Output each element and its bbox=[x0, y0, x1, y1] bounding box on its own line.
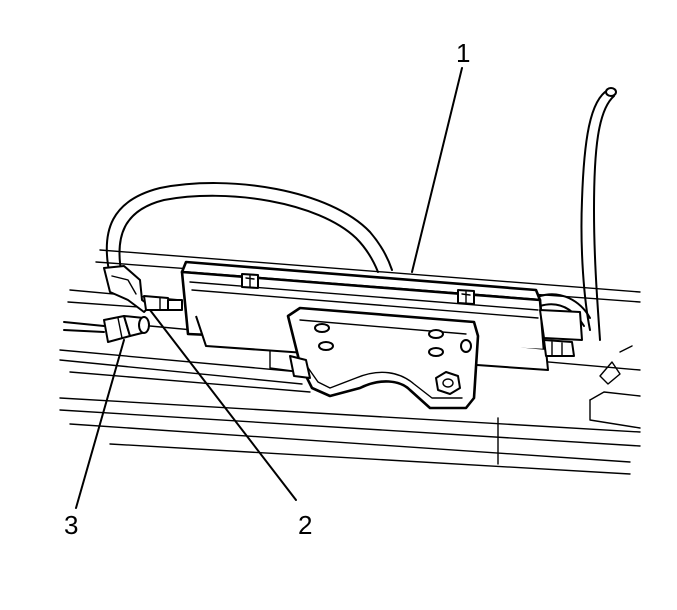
mounting-bracket bbox=[286, 306, 480, 410]
antenna-lead-cable bbox=[539, 87, 617, 341]
leader-line-2 bbox=[149, 309, 297, 501]
callout-1: 1 bbox=[456, 38, 470, 68]
disconnected-connector bbox=[63, 315, 150, 343]
leader-lines bbox=[75, 67, 463, 509]
antenna-cable-loop bbox=[105, 182, 393, 277]
module-side-connector bbox=[539, 309, 583, 357]
leader-line-3 bbox=[75, 339, 125, 509]
callout-3: 3 bbox=[64, 510, 78, 540]
leader-line-1 bbox=[411, 67, 463, 273]
cable-coupler bbox=[103, 265, 183, 313]
callout-2: 2 bbox=[298, 510, 312, 540]
